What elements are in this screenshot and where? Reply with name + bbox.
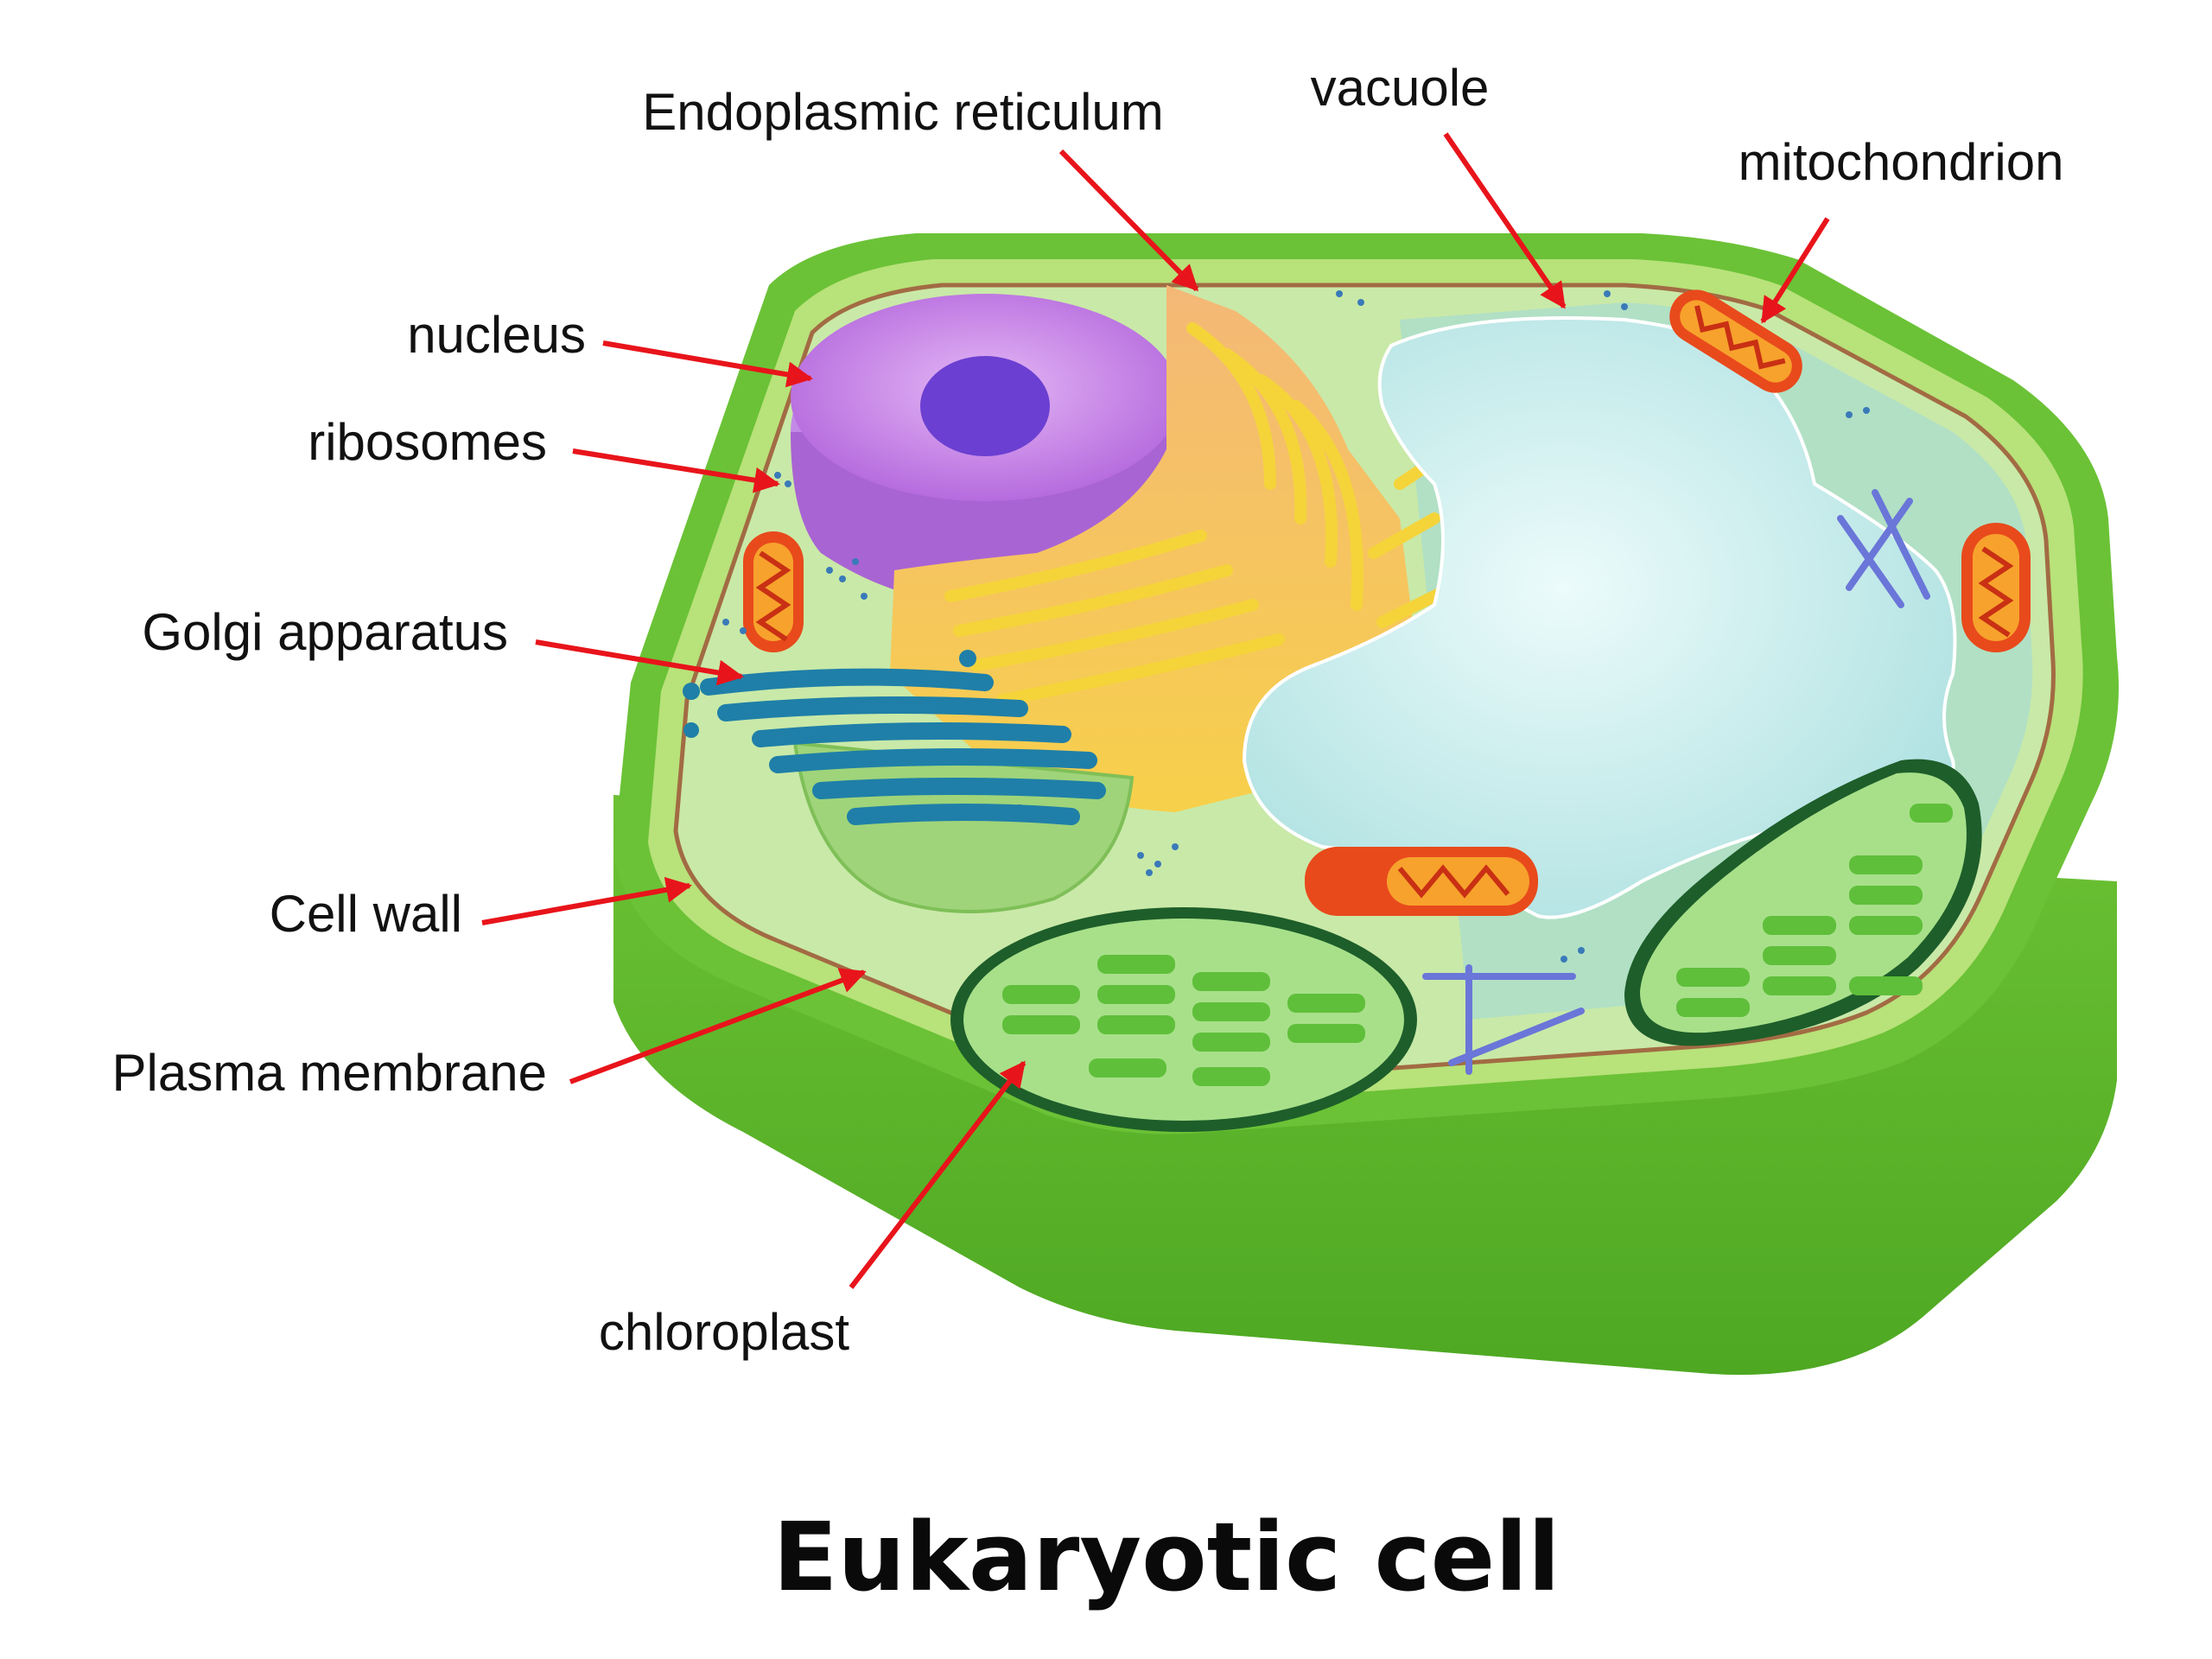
chloroplast-right <box>1624 759 1982 1046</box>
mitochondrion-top-right <box>1669 289 1802 393</box>
label-endoplasmic-reticulum: Endoplasmic reticulum <box>642 83 1164 141</box>
labels: Endoplasmic reticulum vacuole mitochondr… <box>111 59 2063 1361</box>
label-chloroplast: chloroplast <box>599 1303 849 1361</box>
mitochondrion-center <box>1305 847 1538 916</box>
arrow-chloroplast <box>849 1060 1027 1289</box>
nucleolus <box>920 356 1050 456</box>
arrow-golgi-apparatus <box>535 639 744 686</box>
mitochondrion-right <box>1961 523 2031 652</box>
label-mitochondrion: mitochondrion <box>1738 133 2064 191</box>
arrow-nucleus <box>602 340 813 388</box>
arrow-vacuole <box>1443 132 1567 309</box>
arrow-ribosomes <box>572 448 780 493</box>
diagram-caption: Eukaryotic cell <box>772 1502 1560 1612</box>
label-nucleus: nucleus <box>407 306 586 364</box>
arrows <box>481 132 1830 1289</box>
chloroplast-bottom <box>950 907 1417 1132</box>
arrow-mitochondrion <box>1760 217 1830 324</box>
cytoskeleton <box>1422 489 1930 1075</box>
vacuole <box>1242 316 1957 919</box>
arrow-plasma-membrane <box>569 968 867 1084</box>
label-vacuole: vacuole <box>1311 59 1490 117</box>
label-golgi-apparatus: Golgi apparatus <box>142 603 508 661</box>
label-cell-wall: Cell wall <box>270 885 462 943</box>
label-plasma-membrane: Plasma membrane <box>111 1044 547 1102</box>
arrow-cell-wall <box>481 876 692 925</box>
mitochondrion-left <box>743 531 804 652</box>
label-ribosomes: ribosomes <box>308 413 547 471</box>
golgi-apparatus <box>683 650 1135 913</box>
arrow-endoplasmic-reticulum <box>1058 149 1199 292</box>
